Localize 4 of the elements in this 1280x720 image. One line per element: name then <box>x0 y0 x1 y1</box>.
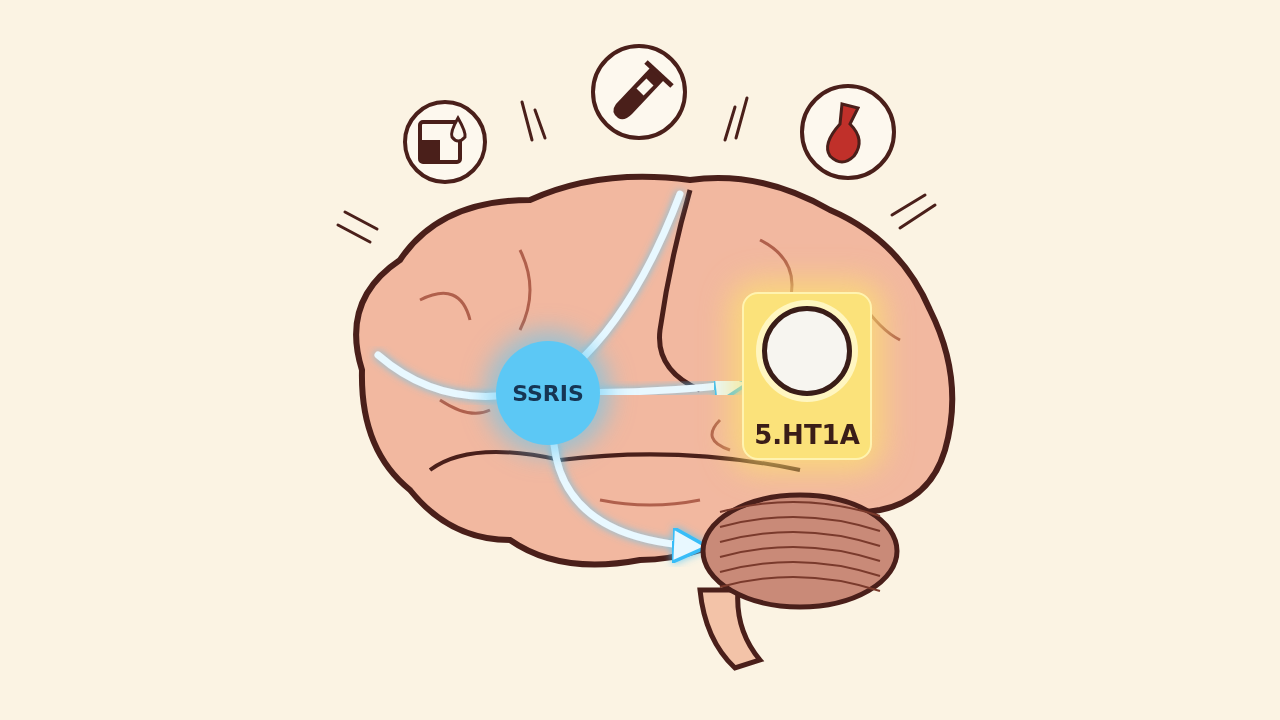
node-label: 5.HT1A <box>754 419 860 452</box>
node-label: SSRIS <box>512 379 584 408</box>
receptor-box <box>742 292 872 460</box>
cerebellum-drawing <box>700 492 900 610</box>
